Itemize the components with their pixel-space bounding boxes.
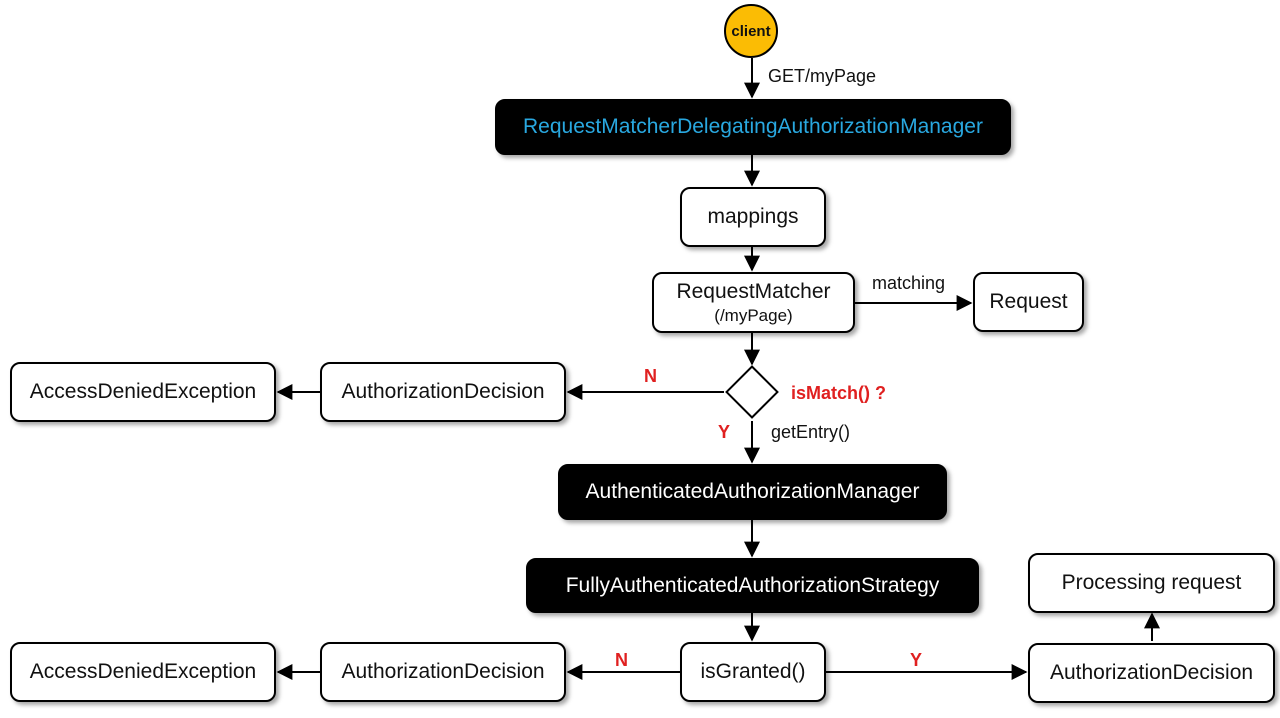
request-matcher-delegating-authorization-manager-node: RequestMatcherDelegatingAuthorizationMan… [495,99,1011,155]
access-denied-exception-top-node: AccessDeniedException [10,362,276,422]
matching-label: matching [872,273,946,293]
yes-label-top: Y [718,422,731,442]
access-denied-exception-bottom-node: AccessDeniedException [10,642,276,702]
authorization-decision-top-node: AuthorizationDecision [320,362,566,422]
mappings-node: mappings [680,187,826,247]
yes-label-bottom: Y [910,650,923,670]
client-node: client [724,4,778,58]
request-matcher-path: (/myPage) [714,305,793,325]
processing-request-node: Processing request [1028,553,1275,613]
request-node: Request [973,272,1084,332]
request-matcher-node: RequestMatcher (/myPage) [652,272,855,333]
authorization-decision-bottom-right-node: AuthorizationDecision [1028,643,1275,703]
is-match-label: isMatch() ? [791,383,887,403]
authenticated-authorization-manager-node: AuthenticatedAuthorizationManager [558,464,947,520]
no-label-bottom: N [615,650,628,670]
is-granted-node: isGranted() [680,642,826,702]
no-label-top: N [644,366,657,386]
fully-authenticated-authorization-strategy-node: FullyAuthenticatedAuthorizationStrategy [526,558,979,613]
get-mypage-label: GET/myPage [768,66,877,86]
request-matcher-title: RequestMatcher [676,279,831,303]
get-entry-label: getEntry() [771,422,851,442]
authorization-decision-bottom-left-node: AuthorizationDecision [320,642,566,702]
